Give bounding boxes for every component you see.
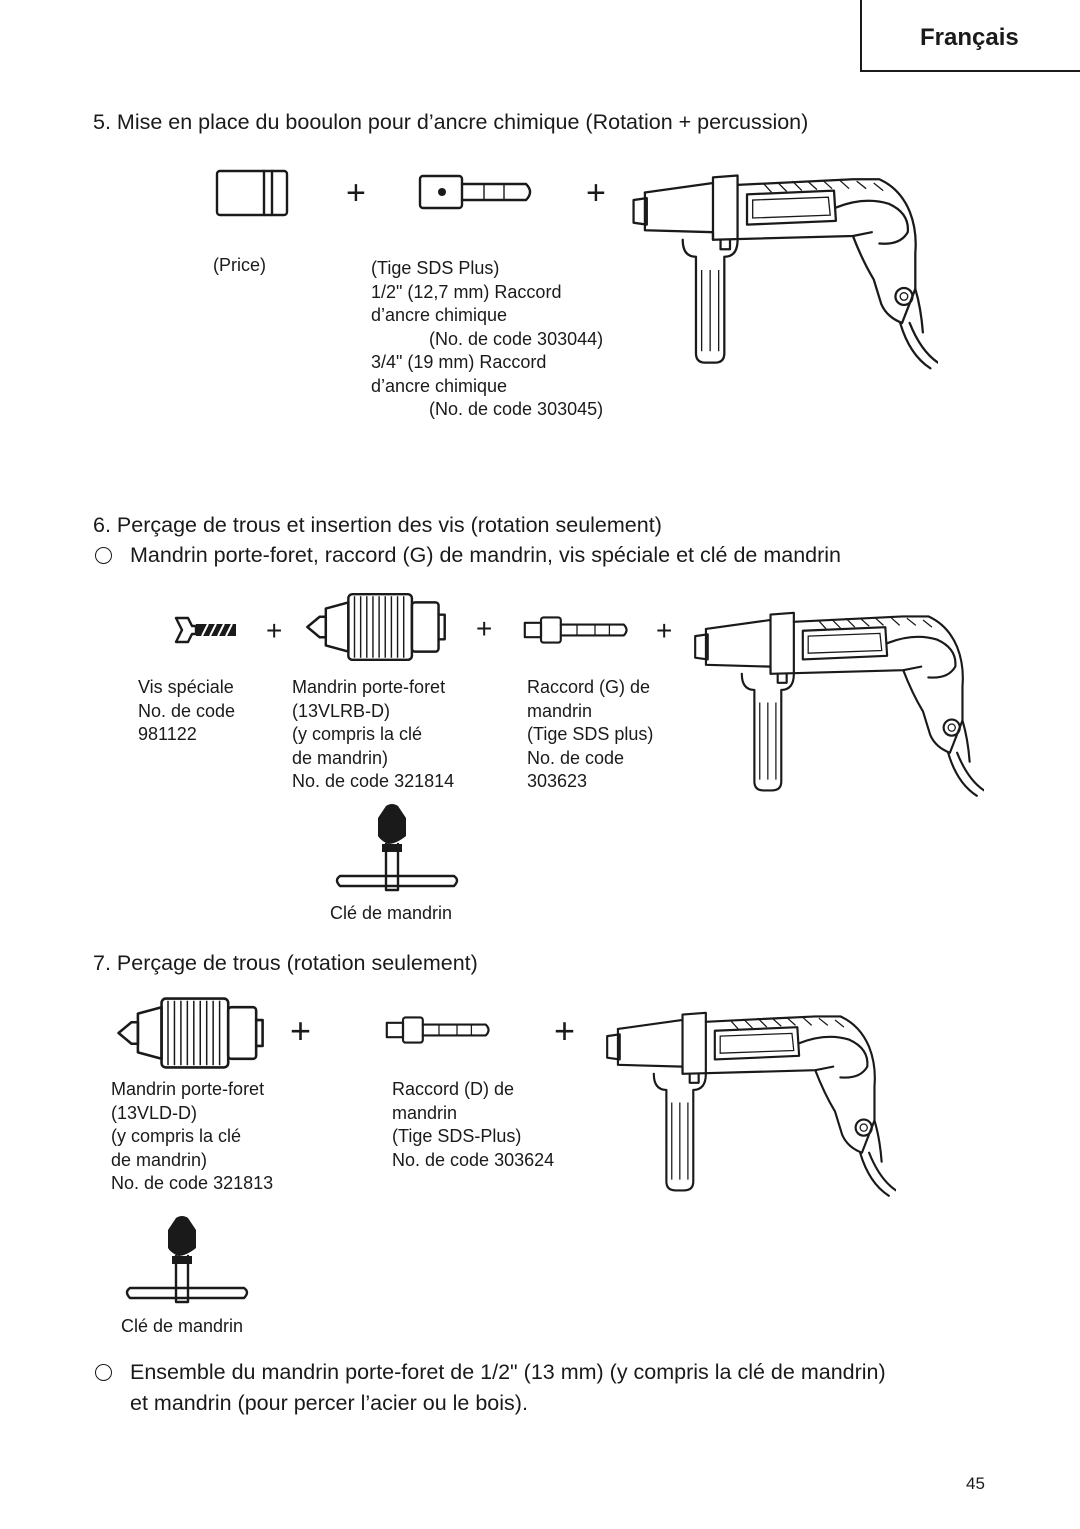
anchor-adapter-illustration (418, 174, 532, 210)
chuck-adapter-illustration (384, 1012, 494, 1048)
anchor-adapter-caption: (Tige SDS Plus) 1/2" (12,7 mm) Raccord d… (371, 258, 604, 419)
footer-note-line-2: et mandrin (pour percer l’acier ou le bo… (130, 1391, 528, 1415)
chuck-adapter-caption: Raccord (G) de mandrin (Tige SDS plus) N… (527, 677, 654, 791)
chuck-adapter-illustration (522, 612, 632, 648)
rotary-hammer-illustration (626, 160, 938, 380)
bullet-circle-icon (95, 1364, 112, 1381)
drill-chuck-illustration (112, 990, 267, 1076)
rotary-hammer-illustration (688, 600, 984, 805)
plus-sign: + (476, 613, 493, 644)
bullet-circle-icon (95, 547, 112, 564)
section-6-heading: 6. Perçage de trous et insertion des vis… (93, 513, 662, 537)
plus-sign: + (554, 1010, 576, 1051)
socket-illustration (215, 169, 289, 217)
socket-caption: (Price) (213, 255, 266, 275)
chuck-key-caption: Clé de mandrin (121, 1316, 244, 1336)
chuck-key-caption: Clé de mandrin (330, 903, 453, 923)
drill-chuck-illustration (300, 586, 450, 668)
language-label: Français (920, 24, 1019, 51)
section-5-heading: 5. Mise en place du booulon pour d’ancre… (93, 110, 809, 134)
section-6-bullet-text: Mandrin porte-foret, raccord (G) de mand… (130, 543, 842, 567)
plus-sign: + (290, 1010, 312, 1051)
footer-note-line-1: Ensemble du mandrin porte-foret de 1/2" … (130, 1360, 886, 1384)
plus-sign: + (656, 615, 673, 646)
plus-sign: + (586, 174, 606, 212)
chuck-key-illustration (120, 1216, 260, 1316)
language-tab: Français (860, 0, 1080, 72)
special-screw-caption: Vis spéciale No. de code 981122 (138, 677, 236, 744)
drill-chuck-caption: Mandrin porte-foret (13VLD-D) (y compris… (111, 1079, 274, 1193)
drill-chuck-caption: Mandrin porte-foret (13VLRB-D) (y compri… (292, 677, 455, 791)
chuck-key-illustration (330, 804, 470, 904)
section-7-heading: 7. Perçage de trous (rotation seulement) (93, 951, 478, 975)
special-screw-illustration (174, 616, 236, 644)
rotary-hammer-illustration (600, 1000, 896, 1205)
page-number: 45 (966, 1474, 985, 1493)
plus-sign: + (266, 615, 283, 646)
chuck-adapter-caption: Raccord (D) de mandrin (Tige SDS-Plus) N… (392, 1079, 555, 1170)
plus-sign: + (346, 174, 366, 212)
